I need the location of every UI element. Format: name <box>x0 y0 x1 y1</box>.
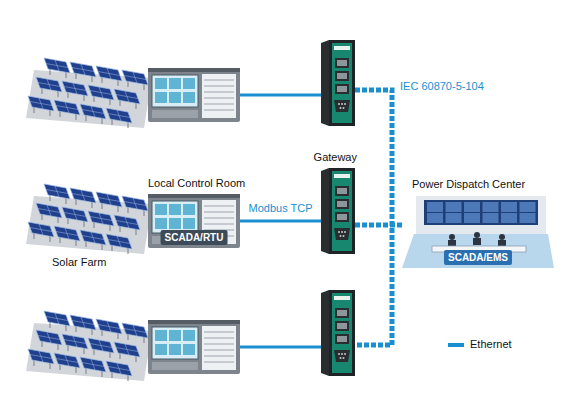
solar-panels <box>26 184 152 254</box>
legend-swatch <box>448 343 464 347</box>
gateway-device <box>321 290 355 376</box>
legend-entry: Ethernet <box>448 338 548 352</box>
ethernet-link <box>355 223 402 228</box>
control-cabinet <box>148 320 240 374</box>
ethernet-trunk <box>355 90 392 345</box>
control-cabinet: Local Control RoomSCADA/RTU <box>148 194 240 248</box>
system-label: SCADA/RTU <box>161 230 228 245</box>
solar-panels <box>26 58 152 128</box>
center-heading: Power Dispatch Center <box>412 178 525 191</box>
ethernet-link <box>240 220 321 223</box>
ethernet-wire <box>240 346 321 349</box>
device-heading: Gateway <box>314 151 357 164</box>
gateway-device: Gateway <box>321 168 355 254</box>
room-heading: Local Control Room <box>148 177 245 190</box>
protocol-label: Modbus TCP <box>247 202 315 215</box>
site-label: Solar Farm <box>52 256 106 269</box>
control-room <box>402 196 554 268</box>
control-cabinet <box>148 68 240 122</box>
protocol-label: IEC 60870-5-104 <box>400 80 484 93</box>
control-cabinet <box>148 194 240 248</box>
legend-text: Ethernet <box>470 338 512 351</box>
dispatch-center: Power Dispatch CenterSCADA/EMS <box>402 196 554 268</box>
solar-panels <box>26 311 152 381</box>
gateway-device <box>321 40 355 126</box>
ethernet-wire <box>240 94 321 97</box>
system-label: SCADA/EMS <box>444 250 512 265</box>
gateway-device <box>321 168 355 254</box>
